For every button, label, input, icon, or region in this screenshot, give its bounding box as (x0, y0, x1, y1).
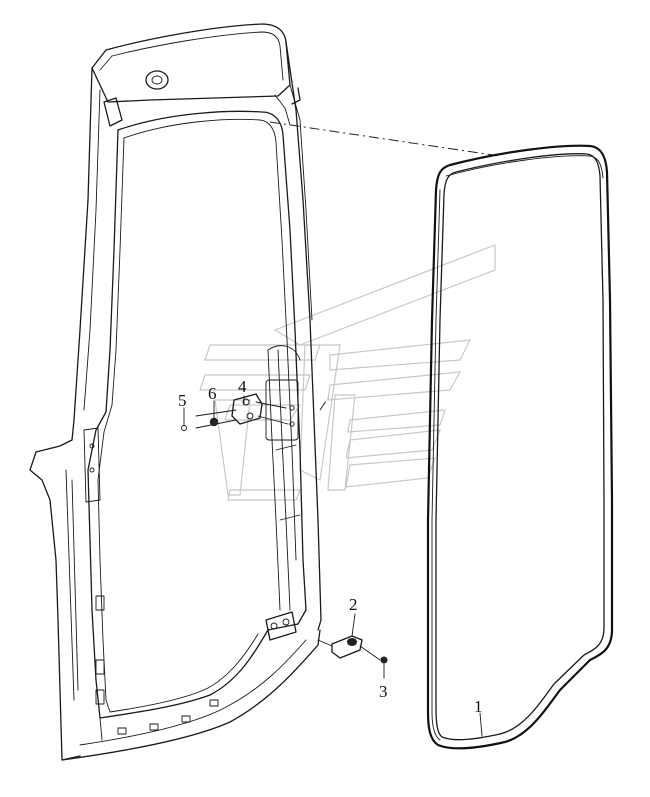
alignment-line-lower (319, 397, 329, 411)
door-seal (426, 144, 614, 750)
door-frame (29, 23, 322, 761)
callout-4: 4 (238, 377, 247, 396)
callout-1: 1 (474, 697, 483, 716)
alignment-line (269, 121, 501, 157)
callout-3: 3 (379, 682, 388, 701)
watermark-logo (199, 244, 496, 501)
nut (380, 656, 388, 664)
callout-leaders (183, 395, 483, 737)
hinge-bracket (317, 635, 381, 661)
callout-6: 6 (208, 384, 217, 403)
callout-2: 2 (349, 595, 358, 614)
washer (209, 417, 219, 427)
callout-5: 5 (178, 391, 187, 410)
